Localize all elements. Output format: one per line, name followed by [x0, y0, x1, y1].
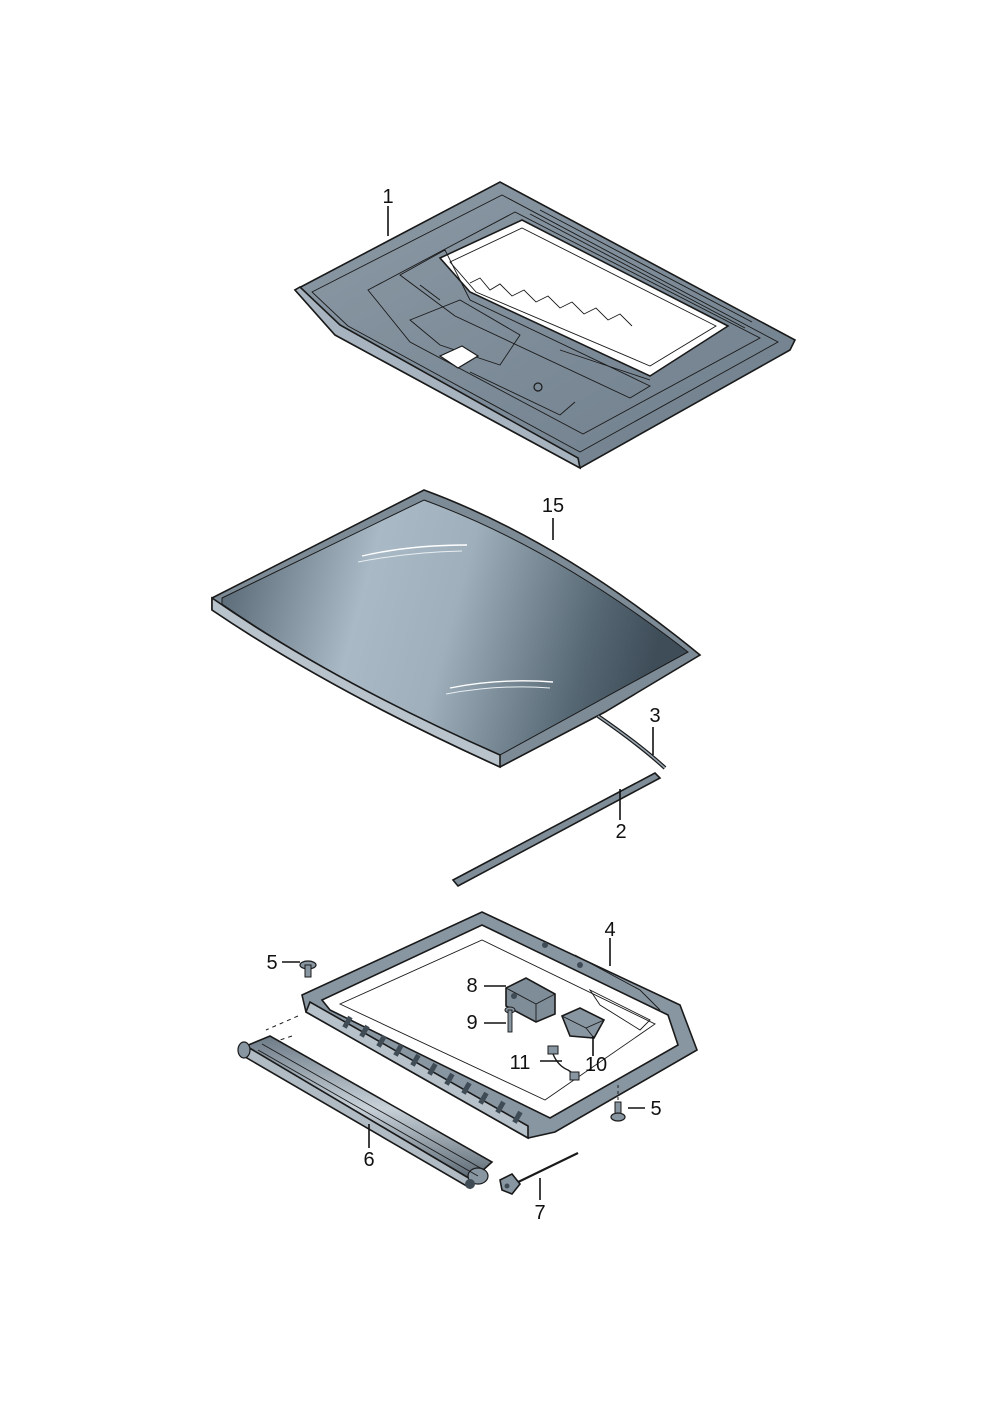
seal-strip-3	[596, 714, 667, 770]
motor-8	[505, 977, 556, 1023]
callout-15: 15	[542, 495, 564, 517]
screw-5a	[299, 960, 317, 978]
sunroof-frame	[301, 911, 698, 1140]
callout-5-lower: 5	[650, 1098, 661, 1120]
glass-panel	[211, 489, 702, 769]
callout-9: 9	[466, 1012, 477, 1034]
connector-11	[547, 1045, 580, 1081]
callout-11: 11	[510, 1052, 531, 1074]
control-unit-10	[560, 1007, 606, 1039]
callout-10: 10	[585, 1054, 607, 1076]
callout-6: 6	[363, 1149, 374, 1171]
bolt-9	[504, 1006, 516, 1033]
roof-panel	[293, 181, 797, 470]
frame-slots	[342, 1015, 523, 1124]
trim-strip-2	[451, 772, 662, 888]
callout-5-upper: 5	[266, 952, 277, 974]
callout-7: 7	[534, 1202, 545, 1224]
callout-4: 4	[604, 919, 615, 941]
callout-1: 1	[382, 186, 393, 208]
callout-3: 3	[649, 705, 660, 727]
drive-cable-7	[499, 1152, 579, 1195]
screw-5b	[610, 1085, 626, 1122]
callout-8: 8	[466, 975, 477, 997]
callout-2: 2	[615, 821, 626, 843]
sunblind-roller	[237, 1035, 494, 1190]
